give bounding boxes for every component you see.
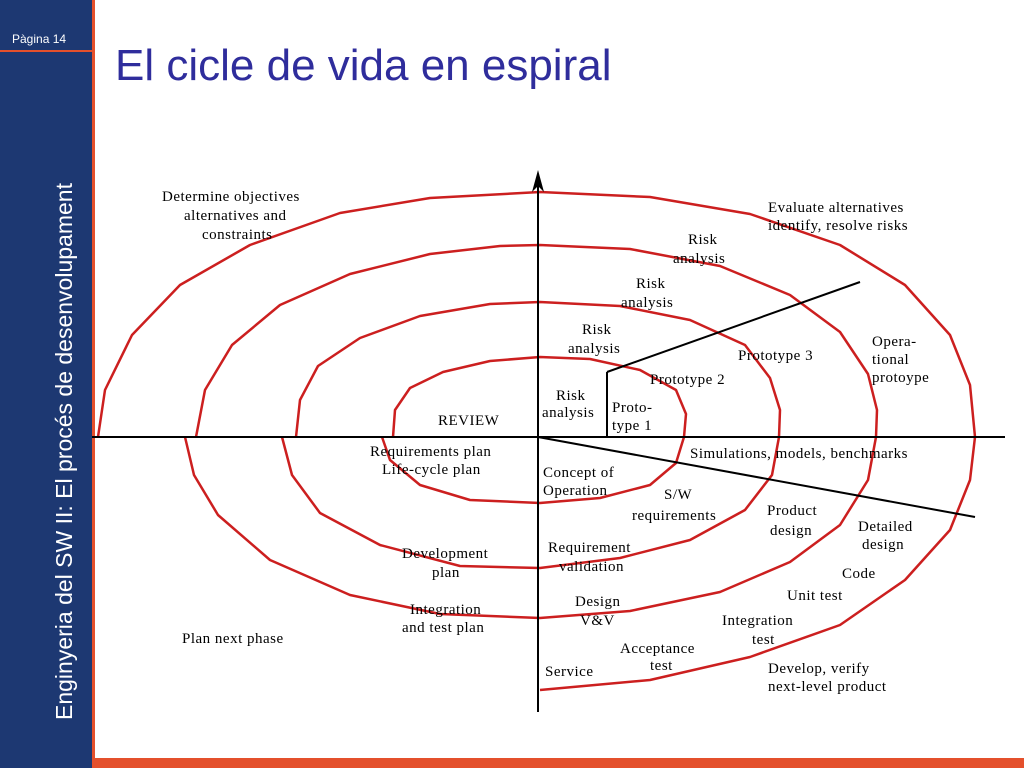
sw-requirements-label: requirements xyxy=(632,508,716,524)
design-vv-label: Design xyxy=(575,594,621,610)
prototype-1-label: Proto- xyxy=(612,400,653,416)
develop-verify-label: Develop, verify xyxy=(768,661,870,677)
sidebar-divider xyxy=(0,50,92,52)
risk-analysis-3-label: analysis xyxy=(621,295,673,311)
axes-and-dividers xyxy=(92,178,1005,712)
risk-analysis-4-label: analysis xyxy=(673,251,725,267)
integration-test-label: test xyxy=(752,632,775,648)
plan-next-phase-label: Plan next phase xyxy=(182,631,284,647)
acceptance-test-label: Acceptance xyxy=(620,641,695,657)
risk-analysis-2-label: Risk xyxy=(582,322,612,338)
prototype-2-label: Prototype 2 xyxy=(650,372,725,388)
operational-prototype-label: Opera- xyxy=(872,334,917,350)
risk-analysis-1-label: Risk xyxy=(556,388,586,404)
sidebar xyxy=(0,0,92,768)
page-number: Pàgina 14 xyxy=(12,32,67,46)
development-plan-label: plan xyxy=(432,565,460,581)
integration-test-label: Integration xyxy=(722,613,793,629)
arrow-head-icon xyxy=(532,170,544,192)
product-design-label: design xyxy=(770,523,812,539)
operational-prototype-label: tional xyxy=(872,352,909,368)
risk-analysis-4-label: Risk xyxy=(688,232,718,248)
simulations-label: Simulations, models, benchmarks xyxy=(690,446,908,462)
evaluate-alternatives-label: identify, resolve risks xyxy=(768,218,908,234)
risk-divider-line xyxy=(606,281,861,373)
integration-test-plan-label: and test plan xyxy=(402,620,484,636)
code-label: Code xyxy=(842,566,876,582)
requirement-validation-label: validation xyxy=(559,559,624,575)
requirements-plan-label: Requirements plan xyxy=(370,444,491,460)
determine-objectives-label: Determine objectives xyxy=(162,189,300,205)
development-plan-label: Development xyxy=(402,546,489,562)
spiral-labels: Determine objectives alternatives and co… xyxy=(162,189,929,695)
spiral-loop-3 xyxy=(183,243,879,620)
develop-verify-label: next-level product xyxy=(768,679,887,695)
lifecycle-plan-label: Life-cycle plan xyxy=(382,462,481,478)
review-label: REVIEW xyxy=(438,413,500,429)
operational-prototype-label: protoype xyxy=(872,370,929,386)
detailed-design-label: Detailed xyxy=(858,519,913,535)
slide-title: El cicle de vida en espiral xyxy=(115,41,612,90)
detailed-design-label: design xyxy=(862,537,904,553)
product-design-label: Product xyxy=(767,503,817,519)
determine-objectives-label: constraints xyxy=(202,227,273,243)
spiral-loop-4 xyxy=(96,190,977,692)
determine-objectives-label: alternatives and xyxy=(184,208,287,224)
unit-test-label: Unit test xyxy=(787,588,843,604)
prototype-3-label: Prototype 3 xyxy=(738,348,813,364)
service-label: Service xyxy=(545,664,593,680)
sidebar-accent-edge xyxy=(92,0,95,768)
concept-of-operation-label: Concept of xyxy=(543,465,614,481)
risk-analysis-3-label: Risk xyxy=(636,276,666,292)
design-vv-label: V&V xyxy=(580,613,615,629)
spiral-loop-1 xyxy=(380,355,688,505)
prototype-1-label: type 1 xyxy=(612,418,652,434)
engineering-divider-line xyxy=(537,436,976,518)
spiral-curve xyxy=(96,190,977,692)
acceptance-test-label: test xyxy=(650,658,673,674)
integration-test-plan-label: Integration xyxy=(410,602,481,618)
bottom-accent-bar xyxy=(92,758,1024,768)
requirement-validation-label: Requirement xyxy=(548,540,631,556)
concept-of-operation-label: Operation xyxy=(543,483,607,499)
risk-analysis-2-label: analysis xyxy=(568,341,620,357)
sw-requirements-label: S/W xyxy=(664,487,693,503)
spiral-loop-2 xyxy=(280,300,782,570)
risk-analysis-1-label: analysis xyxy=(542,405,594,421)
evaluate-alternatives-label: Evaluate alternatives xyxy=(768,200,904,216)
